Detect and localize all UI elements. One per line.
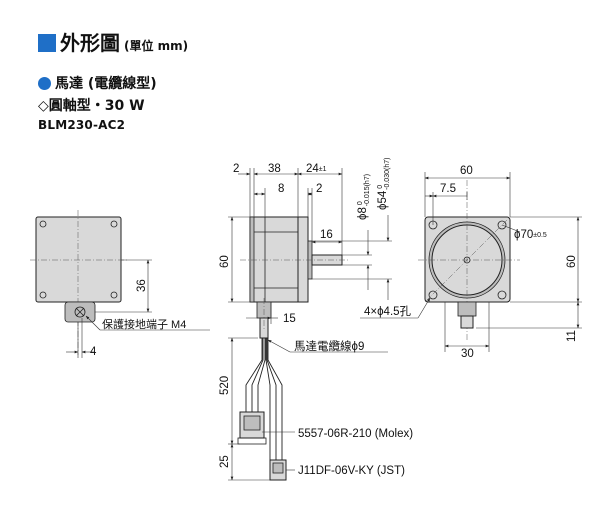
- side-view: 2 38 24±1 8 2 60 16 ϕ80-0.015(h7) ϕ540-0…: [219, 158, 413, 481]
- model-number: BLM230-AC2: [38, 118, 126, 132]
- output-shaft: [311, 254, 343, 266]
- dim-16-label: 16: [320, 229, 333, 241]
- dim-front-60h-label: 60: [566, 255, 578, 268]
- pcd-label: ϕ70±0.5: [514, 229, 547, 241]
- mount-holes-label: 4×ϕ4.5孔: [364, 305, 412, 318]
- front-view: 60 7.5 ϕ70±0.5 60 11 30 4×ϕ4.5孔: [360, 165, 582, 360]
- rear-view-body: [35, 216, 122, 303]
- rear-hole-tl: [39, 220, 47, 228]
- dim-15-label: 15: [283, 313, 296, 325]
- dim-38-label: 38: [268, 163, 281, 175]
- rear-hole-tr: [110, 220, 118, 228]
- dim-30-label: 30: [461, 348, 474, 360]
- molex-label: 5557-06R-210 (Molex): [298, 428, 413, 440]
- motor-cable-label: 馬達電纜線ϕ9: [294, 339, 364, 353]
- title-text: 外形圖: [60, 31, 120, 55]
- motor-type-line: 馬達 (電纜線型): [38, 73, 157, 93]
- side-body: [249, 216, 299, 303]
- mount-hole-bl: [428, 290, 438, 300]
- ground-terminal-label: 保護接地端子 M4: [102, 317, 186, 331]
- dim-11-label: 11: [566, 330, 578, 342]
- rear-hole-bl: [39, 291, 47, 299]
- rear-view: 36 4 保護接地端子 M4: [30, 210, 210, 358]
- dim-2-label: 2: [233, 163, 239, 175]
- side-front-flange: [297, 216, 309, 303]
- dim-8-label: 8: [278, 183, 284, 195]
- mount-hole-br: [497, 290, 507, 300]
- dim-25-label: 25: [219, 455, 231, 468]
- dim-520-label: 520: [219, 376, 231, 395]
- section-title: 外形圖 (單位 mm): [38, 27, 188, 56]
- dim-36-label: 36: [136, 279, 148, 292]
- title-unit: (單位 mm): [124, 39, 189, 53]
- dim-7-5-label: 7.5: [440, 183, 456, 195]
- mount-hole-tr: [497, 220, 507, 230]
- dim-side-60-label: 60: [219, 255, 231, 268]
- title-square-icon: [38, 34, 56, 52]
- dim-front-60w-label: 60: [460, 165, 473, 177]
- dim-4-label: 4: [90, 346, 97, 358]
- side-rear-flange: [249, 216, 255, 303]
- dim-24-label: 24±1: [306, 163, 327, 175]
- front-cable-outlet: [457, 301, 477, 317]
- rear-hole-br: [110, 291, 118, 299]
- shaft-type-line: ◇圓軸型・30 W: [38, 98, 145, 114]
- dim-2b-label: 2: [316, 183, 322, 195]
- shaft-dia-label: ϕ80-0.015(h7): [357, 174, 371, 220]
- ground-screw-icon: [74, 306, 86, 318]
- motor-type-text: 馬達 (電纜線型): [55, 76, 157, 92]
- pilot-dia-label: ϕ540-0.030(h7): [377, 158, 391, 210]
- jst-label: J11DF-06V-KY (JST): [298, 465, 405, 477]
- bullet-circle-icon: [38, 76, 51, 90]
